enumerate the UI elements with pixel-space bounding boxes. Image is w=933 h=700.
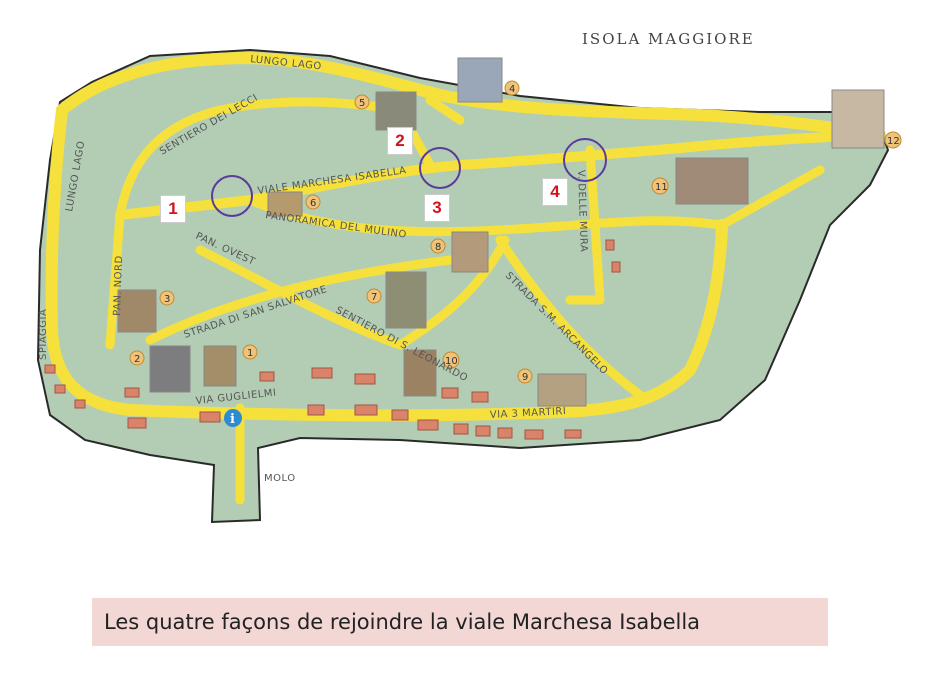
poi-12: 12 — [884, 131, 902, 149]
access-circle-3 — [419, 147, 461, 189]
poi-8: 8 — [430, 238, 446, 254]
svg-text:7: 7 — [371, 292, 377, 303]
poi-2: 2 — [129, 350, 145, 366]
access-badge-4: 4 — [542, 178, 568, 206]
access-badge-2: 2 — [387, 127, 413, 155]
access-point-circles — [211, 138, 607, 217]
access-badge-3: 3 — [424, 194, 450, 222]
svg-text:1: 1 — [247, 348, 253, 359]
access-circle-4 — [563, 138, 607, 182]
label-pan-nord: PAN. NORD — [112, 255, 125, 316]
poi-6: 6 — [305, 194, 321, 210]
photo-4 — [457, 57, 503, 103]
access-circle-1 — [211, 175, 253, 217]
svg-text:3: 3 — [164, 294, 170, 305]
photo-8 — [451, 231, 489, 273]
monument-photos — [117, 57, 885, 407]
photo-10 — [403, 349, 437, 397]
caption: Les quatre façons de rejoindre la viale … — [92, 598, 828, 646]
island-title: ISOLA MAGGIORE — [582, 30, 755, 48]
access-badge-1: 1 — [160, 195, 186, 223]
label-v-delle-mura: V. DELLE MURA — [575, 170, 589, 253]
svg-text:4: 4 — [509, 84, 515, 95]
poi-markers: 4 5 6 12 11 8 7 3 2 1 10 9 — [129, 80, 902, 384]
photo-3 — [117, 289, 157, 333]
label-via-3-martiri: VIA 3 MARTIRI — [490, 406, 567, 421]
svg-text:8: 8 — [435, 242, 441, 253]
poi-1: 1 — [242, 344, 258, 360]
photo-6 — [267, 191, 303, 217]
island-map: 4 5 6 12 11 8 7 3 2 1 10 9 i LUNGO LAGO … — [36, 48, 902, 524]
poi-3: 3 — [159, 290, 175, 306]
svg-text:6: 6 — [310, 198, 316, 209]
photo-7 — [385, 271, 427, 329]
photo-1 — [203, 345, 237, 387]
photo-2 — [149, 345, 191, 393]
poi-5: 5 — [354, 94, 370, 110]
svg-text:2: 2 — [134, 354, 140, 365]
photo-11 — [675, 157, 749, 205]
label-molo: MOLO — [264, 473, 296, 484]
poi-10: 10 — [442, 351, 460, 369]
photo-12 — [831, 89, 885, 149]
label-spiaggia: SPIAGGIA — [38, 309, 49, 360]
poi-11: 11 — [651, 177, 669, 195]
svg-text:10: 10 — [445, 356, 458, 367]
poi-4: 4 — [504, 80, 520, 96]
poi-7: 7 — [366, 288, 382, 304]
poi-9: 9 — [517, 368, 533, 384]
photo-5 — [375, 91, 417, 131]
svg-text:i: i — [230, 412, 235, 427]
info-icon: i — [224, 409, 242, 427]
svg-text:11: 11 — [655, 182, 668, 193]
svg-text:5: 5 — [359, 98, 365, 109]
svg-text:9: 9 — [522, 372, 528, 383]
svg-text:12: 12 — [887, 136, 900, 147]
photo-9 — [537, 373, 587, 407]
